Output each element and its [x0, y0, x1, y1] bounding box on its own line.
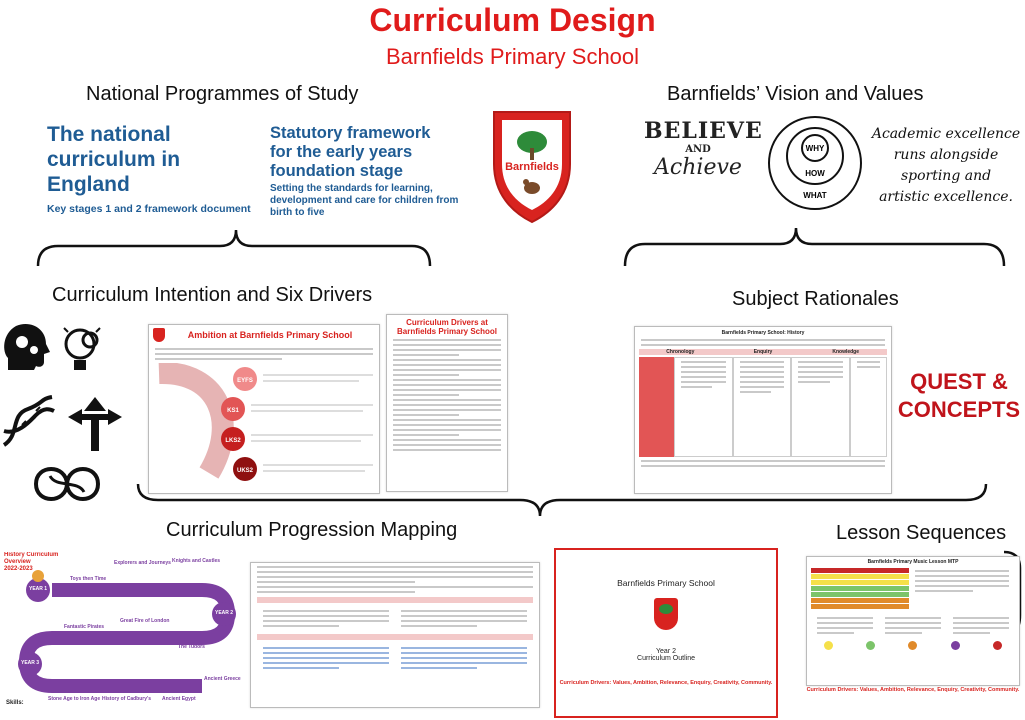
- drivers-document-thumbnail: Curriculum Drivers at Barnfields Primary…: [386, 314, 508, 492]
- believe-achieve-graphic: BELIEVE AND Achieve: [644, 118, 763, 180]
- drivers-doc-title-line2: Barnfields Primary School: [396, 327, 498, 336]
- rationale-col-chronology: Chronology: [639, 349, 722, 355]
- history-topic-cadburys: History of Cadbury's: [102, 696, 151, 702]
- drivers-doc-title-line1: Curriculum Drivers at: [406, 318, 488, 327]
- history-topic-tudors: The Tudors: [178, 644, 205, 650]
- history-title-line2: Overview: [4, 559, 31, 565]
- crest-name: Barnfields: [505, 161, 559, 173]
- history-title-line1: History Curriculum: [4, 552, 59, 558]
- knot-icon: [30, 458, 104, 510]
- golden-why: WHY: [806, 144, 825, 153]
- quest-line2: CONCEPTS: [897, 397, 1021, 422]
- outline-drivers: Curriculum Drivers: Values, Ambition, Re…: [559, 680, 773, 686]
- curriculum-outline-cover: Barnfields Primary School Year 2 Curricu…: [554, 548, 778, 718]
- outline-crest: [654, 598, 678, 630]
- rationale-doc-title: Barnfields Primary School: History: [721, 330, 805, 336]
- history-topic-fire: Great Fire of London: [120, 618, 170, 624]
- head-gears-icon: [0, 320, 52, 378]
- golden-how: HOW: [805, 169, 825, 178]
- lesson-doc-title: Barnfields Primary Music Lesson MTP: [867, 559, 959, 565]
- heading-national-programmes: National Programmes of Study: [86, 83, 359, 105]
- eyfs-title-line1: Statutory framework: [270, 124, 431, 142]
- progression-table-thumbnail: [250, 562, 540, 708]
- bracket-intention: [136, 483, 988, 517]
- eyfs-subtitle-line2: development and care for children from: [270, 195, 459, 206]
- golden-what: WHAT: [803, 191, 827, 200]
- heading-vision-values: Barnfields’ Vision and Values: [667, 83, 924, 105]
- ambition-document-thumbnail: Ambition at Barnfields Primary School EY…: [148, 324, 380, 494]
- ambition-stage-eyfs: EYFS: [237, 378, 253, 384]
- history-year2: YEAR 2: [215, 610, 234, 616]
- school-crest-logo: Barnfields: [490, 106, 574, 226]
- ambition-doc-title: Ambition at Barnfields Primary School: [187, 330, 353, 340]
- nc-title-line1: The national: [47, 123, 171, 146]
- golden-circle-diagram: WHY HOW WHAT: [766, 114, 864, 212]
- national-curriculum-cover: The national curriculum in England Key s…: [47, 122, 251, 215]
- history-topic-toys: Toys then Time: [70, 576, 107, 582]
- history-topic-greece: Ancient Greece: [204, 676, 241, 682]
- history-year1: YEAR 1: [29, 586, 48, 592]
- quest-concepts-label: QUEST & CONCEPTS: [894, 368, 1024, 424]
- outline-school: Barnfields Primary School: [617, 578, 715, 588]
- lesson-plan-thumbnail: Barnfields Primary Music Lesson MTP: [806, 556, 1020, 686]
- outline-label: Curriculum Outline: [637, 655, 695, 662]
- rationale-col-knowledge: Knowledge: [804, 349, 888, 355]
- diverging-arrows-icon: [66, 395, 124, 453]
- heading-progression-mapping: Curriculum Progression Mapping: [166, 519, 458, 541]
- nc-title-line2: curriculum in: [47, 148, 181, 171]
- believe-word: BELIEVE: [644, 118, 763, 144]
- ambition-stage-ks1: KS1: [227, 408, 239, 414]
- and-word: AND: [685, 144, 711, 155]
- heading-subject-rationales: Subject Rationales: [732, 288, 899, 310]
- eyfs-title-line3: foundation stage: [270, 162, 403, 180]
- history-rationale-thumbnail: Barnfields Primary School: History Chron…: [634, 326, 892, 494]
- dna-icon: [0, 395, 56, 449]
- history-topic-stone-age: Stone Age to Iron Age: [48, 696, 101, 702]
- page-title: Curriculum Design: [369, 2, 656, 38]
- page-subtitle: Barnfields Primary School: [385, 44, 640, 69]
- rationale-col-enquiry: Enquiry: [721, 349, 805, 355]
- eyfs-subtitle-line1: Setting the standards for learning,: [270, 183, 433, 194]
- ambition-stage-uks2: UKS2: [237, 468, 254, 474]
- heading-lesson-sequences: Lesson Sequences: [836, 522, 1007, 544]
- achieve-word: Achieve: [654, 155, 742, 180]
- quest-line1: QUEST &: [910, 369, 1008, 394]
- bracket-national: [36, 229, 432, 267]
- eyfs-subtitle-line3: birth to five: [270, 207, 325, 218]
- history-topic-pirates: Fantastic Pirates: [64, 624, 105, 630]
- history-topic-egypt: Ancient Egypt: [162, 696, 196, 702]
- eyfs-title-line2: for the early years: [270, 143, 413, 161]
- eyfs-framework-cover: Statutory framework for the early years …: [270, 124, 458, 219]
- lesson-drivers: Curriculum Drivers: Values, Ambition, Re…: [806, 687, 1020, 693]
- vision-quote: Academic excellence runs alongside sport…: [866, 124, 1025, 208]
- vision-quote-line4: artistic excellence.: [879, 189, 1013, 205]
- vision-quote-line3: sporting and: [900, 168, 992, 184]
- lightbulb-gear-icon: [60, 322, 106, 378]
- history-topic-explorers: Explorers and Journeys: [114, 560, 171, 566]
- nc-title-line3: England: [47, 173, 130, 196]
- vision-quote-line1: Academic excellence: [871, 126, 1021, 142]
- ambition-stage-lks2: LKS2: [225, 438, 241, 444]
- history-overview-thumbnail: History Curriculum Overview 2022-2023 YE…: [2, 552, 246, 718]
- nc-subtitle: Key stages 1 and 2 framework document: [47, 203, 251, 215]
- vision-quote-line2: runs alongside: [893, 147, 999, 163]
- history-year3: YEAR 3: [21, 660, 40, 666]
- history-skills-label: Skills:: [6, 700, 24, 706]
- history-topic-knights: Knights and Castles: [172, 558, 221, 564]
- outline-year: Year 2: [656, 648, 676, 655]
- bracket-vision: [623, 227, 1006, 267]
- history-title-line3: 2022-2023: [4, 566, 33, 572]
- heading-intention-drivers: Curriculum Intention and Six Drivers: [52, 284, 373, 306]
